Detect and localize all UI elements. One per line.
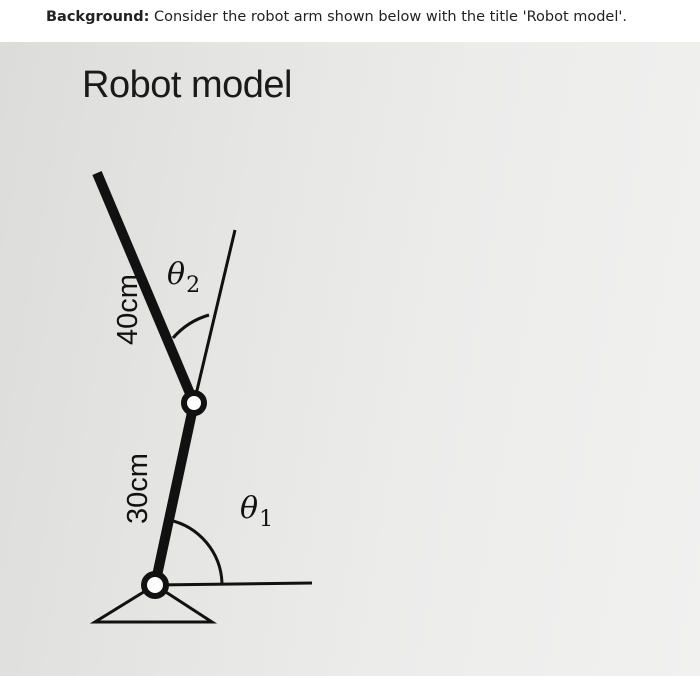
link1-length-label: 30cm bbox=[122, 453, 154, 524]
figure-title: Robot model bbox=[82, 64, 292, 106]
base-triangle bbox=[89, 583, 218, 624]
theta1-arc bbox=[168, 518, 224, 584]
joint2 bbox=[181, 390, 207, 416]
joint1-reference-line bbox=[154, 581, 313, 587]
theta1-label: θ1 bbox=[240, 491, 273, 532]
background-description: Consider the robot arm shown below with … bbox=[149, 9, 627, 25]
theta1-symbol: θ bbox=[240, 491, 258, 526]
theta2-symbol: θ bbox=[167, 257, 185, 292]
link2-length-label: 40cm bbox=[112, 274, 144, 345]
background-label: Background: bbox=[46, 9, 150, 25]
figure-photo bbox=[0, 42, 700, 676]
link1-extension-line bbox=[192, 229, 237, 404]
theta1-subscript: 1 bbox=[259, 507, 273, 532]
joint1 bbox=[141, 571, 169, 599]
question-text: Background: Consider the robot arm shown… bbox=[46, 9, 627, 25]
theta2-label: θ2 bbox=[167, 257, 200, 298]
link1 bbox=[150, 398, 199, 590]
question-header: Background: Consider the robot arm shown… bbox=[0, 0, 700, 42]
theta2-arc bbox=[171, 313, 210, 339]
link2 bbox=[92, 171, 199, 405]
theta2-subscript: 2 bbox=[186, 273, 200, 298]
